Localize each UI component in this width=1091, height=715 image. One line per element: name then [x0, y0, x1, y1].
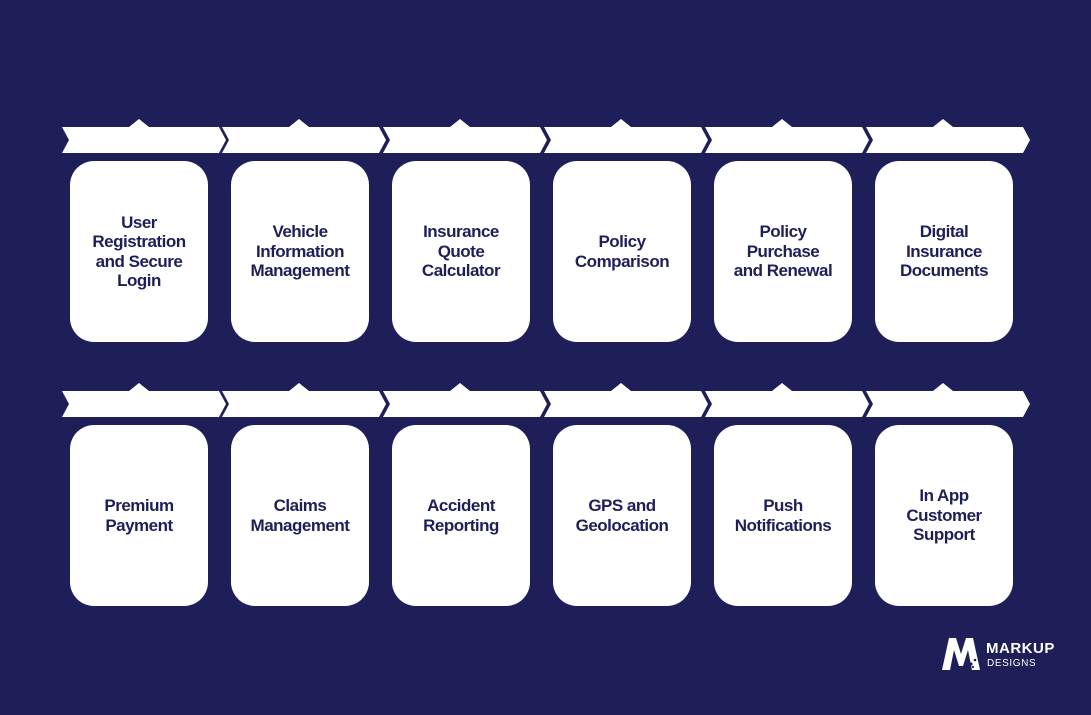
chevron-banner	[62, 383, 226, 418]
feature-card-accident-reporting: Accident Reporting	[392, 425, 530, 606]
feature-card-label: GPS and Geolocation	[575, 496, 669, 535]
feature-card-label: Vehicle Information Management	[250, 222, 350, 281]
chevron-banner	[705, 119, 869, 154]
markup-designs-logo: MARKUP DESIGNS	[940, 636, 1070, 676]
chevron-banner	[383, 119, 547, 154]
feature-card-label: Digital Insurance Documents	[899, 222, 989, 281]
chevron-banner	[222, 119, 386, 154]
feature-card-customer-support: In App Customer Support	[875, 425, 1013, 606]
feature-card-label: Claims Management	[250, 496, 350, 535]
feature-card-digital-documents: Digital Insurance Documents	[875, 161, 1013, 342]
feature-card-push-notifications: Push Notifications	[714, 425, 852, 606]
chevron-banner	[383, 383, 547, 418]
logo-subtitle: DESIGNS	[987, 658, 1037, 669]
logo-title: MARKUP	[986, 640, 1055, 657]
feature-card-policy-purchase: Policy Purchase and Renewal	[714, 161, 852, 342]
feature-card-label: Policy Purchase and Renewal	[733, 222, 833, 281]
chevron-banner	[866, 119, 1030, 154]
feature-card-quote-calculator: Insurance Quote Calculator	[392, 161, 530, 342]
markup-m-logo-icon	[942, 638, 980, 670]
feature-card-policy-comparison: Policy Comparison	[553, 161, 691, 342]
feature-card-label: User Registration and Secure Login	[92, 212, 186, 291]
feature-card-label: Insurance Quote Calculator	[421, 222, 501, 281]
chevron-banner	[866, 383, 1030, 418]
chevron-banner	[62, 119, 226, 154]
chevron-banner	[544, 383, 708, 418]
feature-card-label: Accident Reporting	[423, 496, 499, 535]
chevron-banner	[544, 119, 708, 154]
feature-card-label: Policy Comparison	[574, 232, 670, 271]
feature-card-gps-geolocation: GPS and Geolocation	[553, 425, 691, 606]
feature-card-claims-management: Claims Management	[231, 425, 369, 606]
feature-card-label: In App Customer Support	[906, 486, 982, 545]
chevron-banner	[705, 383, 869, 418]
feature-card-premium-payment: Premium Payment	[70, 425, 208, 606]
feature-card-user-registration: User Registration and Secure Login	[70, 161, 208, 342]
chevron-banner	[222, 383, 386, 418]
feature-card-label: Premium Payment	[104, 496, 174, 535]
feature-card-label: Push Notifications	[734, 496, 832, 535]
feature-card-vehicle-information: Vehicle Information Management	[231, 161, 369, 342]
